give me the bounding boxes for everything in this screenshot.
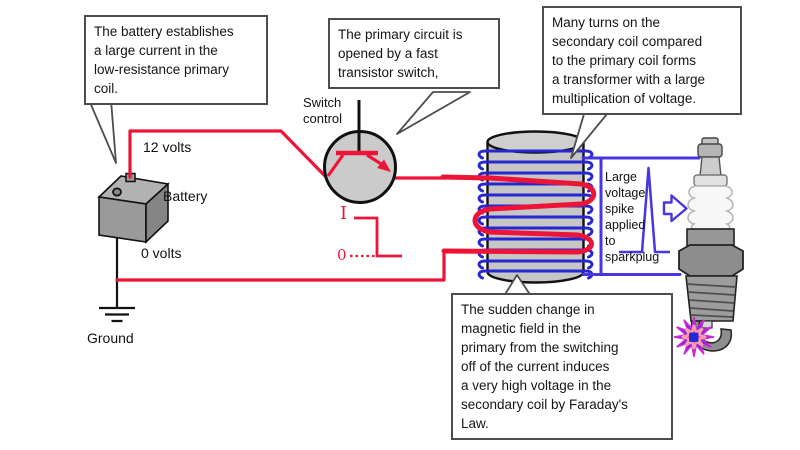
callout-line: Law. bbox=[461, 416, 489, 431]
callout-line: low-resistance primary bbox=[94, 62, 230, 77]
secondary-circuit-wire bbox=[581, 156, 701, 276]
callout-transistor-switch: The primary circuit is opened by a fast … bbox=[328, 18, 500, 89]
callout-line: The primary circuit is bbox=[338, 27, 463, 42]
label-voltage-spike-note: Large voltage spike applied to sparkplug bbox=[605, 169, 675, 265]
callout-line: The battery establishes bbox=[94, 24, 234, 39]
ignition-coil-icon bbox=[440, 130, 597, 284]
label-ground: Ground bbox=[87, 330, 134, 346]
callout-line: a transformer with a large bbox=[552, 72, 706, 87]
label-line: Switch bbox=[303, 95, 342, 110]
sparkplug-icon bbox=[678, 137, 744, 352]
label-current-on: I bbox=[340, 203, 348, 224]
current-step-waveform-icon bbox=[350, 216, 402, 258]
callout-line: secondary coil by Faraday's bbox=[461, 397, 628, 412]
block-arrow-icon bbox=[662, 194, 688, 223]
callout-line: a large current in the bbox=[94, 43, 218, 58]
callout-line: secondary coil compared bbox=[552, 34, 703, 49]
label-current-off: 0 bbox=[337, 246, 347, 264]
callout-line: transistor switch, bbox=[338, 65, 439, 80]
label-12-volts: 12 volts bbox=[143, 139, 192, 155]
label-line: control bbox=[303, 111, 343, 126]
primary-circuit-wire bbox=[115, 129, 448, 282]
primary-winding bbox=[440, 174, 597, 255]
battery-icon bbox=[97, 172, 170, 244]
label-line: Large bbox=[605, 170, 637, 184]
callout-faraday-law: The sudden change in magnetic field in t… bbox=[451, 293, 673, 440]
callout-line: multiplication of voltage. bbox=[552, 91, 697, 106]
transistor-icon bbox=[323, 100, 397, 204]
label-line: applied bbox=[605, 218, 646, 232]
label-battery: Battery bbox=[163, 188, 208, 204]
spark-icon bbox=[673, 316, 715, 358]
callout-line: to the primary coil forms bbox=[552, 53, 697, 68]
callout-line: primary from the switching bbox=[461, 340, 619, 355]
callout-line: Many turns on the bbox=[552, 15, 661, 30]
callout-line: a very high voltage in the bbox=[461, 378, 612, 393]
label-0-volts: 0 volts bbox=[141, 245, 182, 261]
callout-line: opened by a fast bbox=[338, 46, 438, 61]
label-line: to bbox=[605, 234, 616, 248]
callout-line: coil. bbox=[94, 81, 119, 96]
callout-line: off of the current induces bbox=[461, 359, 610, 374]
callout-line: magnetic field in the bbox=[461, 321, 582, 336]
voltage-spike-icon bbox=[619, 166, 670, 254]
callout-tails bbox=[88, 91, 608, 297]
label-line: spike bbox=[605, 202, 635, 216]
label-line: voltage bbox=[605, 186, 646, 200]
callout-line: The sudden change in bbox=[461, 302, 595, 317]
label-line: sparkplug bbox=[605, 250, 660, 264]
callout-secondary-coil: Many turns on the secondary coil compare… bbox=[542, 6, 742, 115]
label-switch-control: Switch control bbox=[303, 95, 342, 127]
callout-battery: The battery establishes a large current … bbox=[84, 15, 268, 105]
